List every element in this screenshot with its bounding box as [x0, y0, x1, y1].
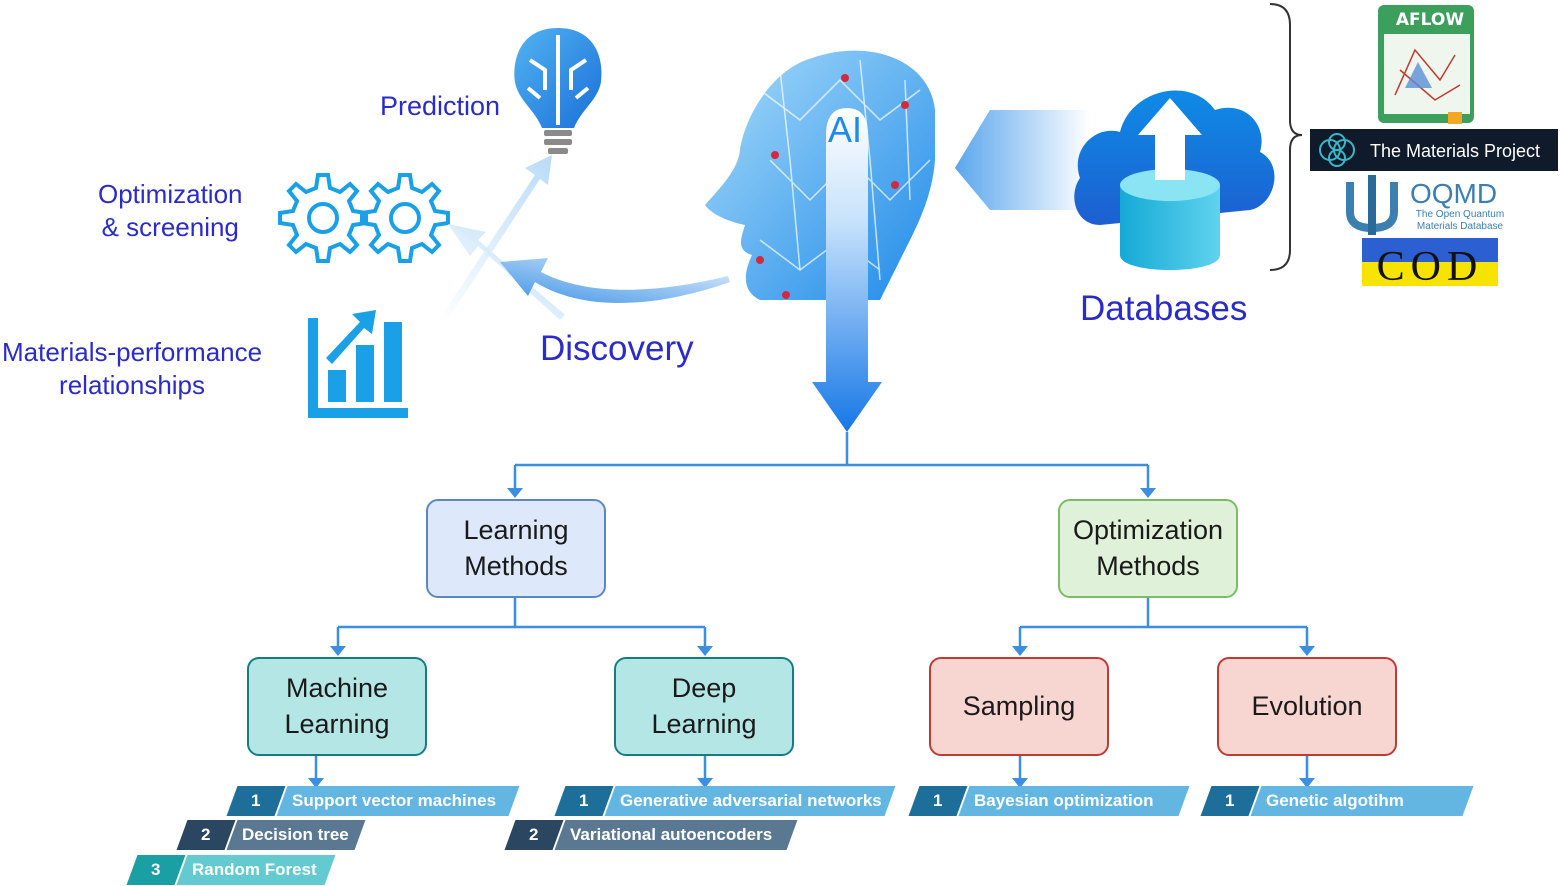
cod-logo-icon: [1362, 238, 1498, 286]
aflow-logo-icon: [1378, 5, 1474, 124]
deep-learning-box: Deep Learning: [614, 657, 794, 756]
list-item-text: Generative adversarial networks: [620, 791, 882, 810]
evolution-box: Evolution: [1217, 657, 1397, 756]
list-item-number: 2: [201, 825, 211, 844]
aflow-logo-text: AFLOW: [1396, 10, 1464, 30]
list-item-text: Genetic algotihm: [1266, 791, 1404, 810]
discovery-curve-arrow-icon: [500, 258, 730, 303]
cloud-database-icon: [1074, 90, 1275, 270]
relationships-label-line2: relationships: [59, 369, 206, 400]
tree-connectors: [314, 432, 1309, 780]
ai-label: AI: [828, 109, 862, 150]
diagonal-arrow-up-icon: [440, 155, 552, 322]
oqmd-logo-icon: [1346, 175, 1398, 235]
learning-methods-box: Learning Methods: [426, 499, 606, 598]
diagonal-arrow-left-icon: [448, 224, 565, 320]
list-item-number: 3: [151, 860, 161, 879]
list-item-number: 1: [933, 791, 943, 810]
optimization-methods-box: Optimization Methods: [1058, 499, 1238, 598]
prediction-label: Prediction: [380, 91, 501, 121]
tree-arrowheads: [308, 488, 1315, 788]
list-item-text: Bayesian optimization: [974, 791, 1154, 810]
optimization-label-line1: Optimization: [98, 179, 243, 209]
sampling-box: Sampling: [929, 657, 1109, 756]
list-item-text: Support vector machines: [292, 791, 497, 810]
materials-project-logo: [1310, 129, 1558, 171]
brace-icon: [1269, 3, 1303, 271]
relationships-label-line1: Materials-performance: [2, 337, 263, 367]
list-item-number: 1: [251, 791, 261, 810]
oqmd-subtitle-line1: The Open Quantum: [1416, 209, 1504, 220]
list-item-text: Decision tree: [242, 825, 349, 844]
left-arrow-body: [955, 110, 1090, 210]
optimization-label-line2: & screening: [101, 211, 239, 242]
machine-learning-box: Machine Learning: [247, 657, 427, 756]
relationships-label: Materials-performance relationships: [2, 336, 262, 401]
cod-text: COD: [1377, 244, 1484, 290]
list-item-number: 1: [579, 791, 589, 810]
oqmd-text: OQMD: [1410, 178, 1497, 209]
databases-label: Databases: [1080, 289, 1248, 328]
list-item-text: Variational autoencoders: [570, 825, 773, 844]
bar-chart-icon: [308, 310, 408, 418]
ai-head-icon: [705, 50, 935, 300]
materials-project-text: The Materials Project: [1370, 141, 1540, 161]
discovery-label: Discovery: [540, 329, 694, 368]
materials-project-icon: [1319, 133, 1355, 167]
down-arrow-icon: [812, 108, 882, 432]
list-item-number: 1: [1225, 791, 1235, 810]
gears-icon: [278, 173, 450, 263]
optimization-screening-label: Optimization & screening: [98, 178, 243, 243]
lightbulb-brain-icon: [514, 28, 602, 154]
list-item-number: 2: [529, 825, 539, 844]
oqmd-subtitle-line2: Materials Database: [1417, 221, 1504, 232]
list-item-text: Random Forest: [192, 860, 317, 879]
